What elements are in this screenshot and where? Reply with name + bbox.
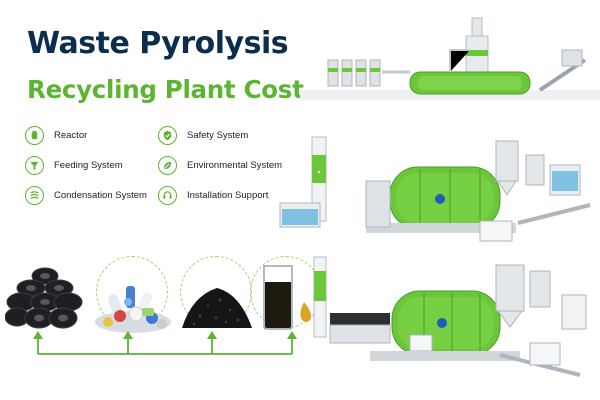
- funnel-icon: [25, 155, 44, 175]
- feature-label: Reactor: [54, 129, 88, 141]
- feature-installation-support: Installation Support: [158, 185, 268, 205]
- feature-environmental-system: Environmental System: [158, 155, 282, 175]
- reactor-icon: [25, 125, 44, 145]
- feature-label: Feeding System: [54, 159, 123, 171]
- headset-icon: [158, 185, 177, 205]
- feature-condensation-system: Condensation System: [25, 185, 147, 205]
- oil-beaker-icon: [256, 262, 318, 332]
- feature-label: Condensation System: [54, 189, 147, 201]
- feature-label: Safety System: [187, 129, 249, 141]
- plastic-pile-icon: [92, 272, 174, 334]
- feature-feeding-system: Feeding System: [25, 155, 123, 175]
- plant-illustration-middle: ▲: [270, 125, 600, 250]
- leaf-icon: [158, 155, 177, 175]
- plant-illustration-bottom: [300, 245, 600, 395]
- feature-safety-system: Safety System: [158, 125, 248, 145]
- feature-label: Environmental System: [187, 159, 283, 171]
- flow-arrows: [33, 331, 297, 355]
- carbon-black-icon: [178, 278, 256, 332]
- tire-pile-icon: [4, 262, 85, 334]
- shield-check-icon: [158, 125, 177, 145]
- coil-icon: [25, 185, 44, 205]
- svg-text:▲: ▲: [317, 169, 322, 175]
- page-title: Waste Pyrolysis: [27, 26, 289, 61]
- page-subtitle: Recycling Plant Cost: [27, 75, 304, 104]
- plant-illustration-top: [300, 10, 600, 120]
- feature-label: Installation Support: [187, 189, 269, 201]
- feature-reactor: Reactor: [25, 125, 87, 145]
